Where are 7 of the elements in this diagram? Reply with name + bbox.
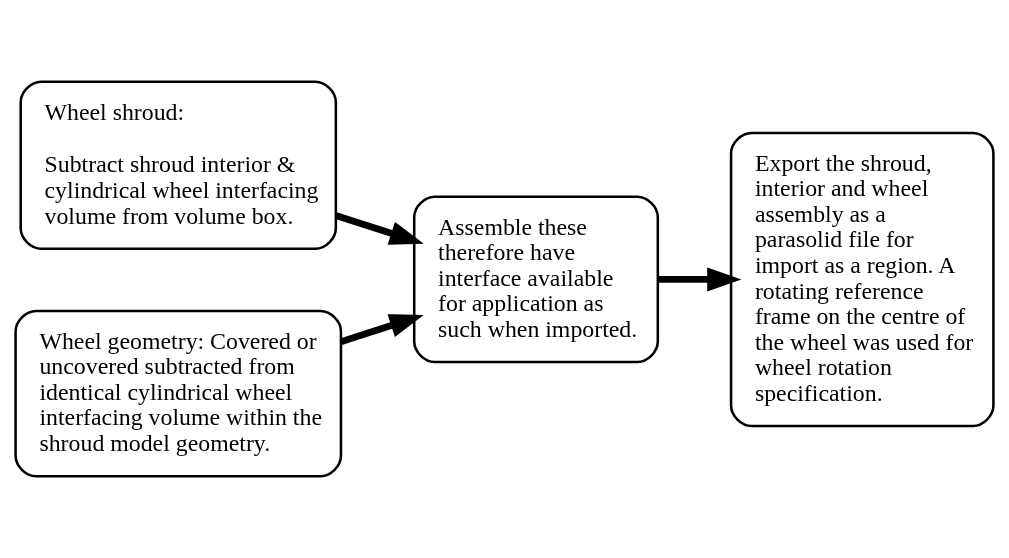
arrow (657, 267, 742, 292)
arrow (340, 314, 424, 345)
node-box: Export the shroud, interior and wheel assembly as a parasolid file for import as a region. A rotating reference frame on the centre of the wheel was used for wheel rotation specification. (729, 131, 995, 428)
arrow (334, 212, 424, 245)
node-box: Wheel shroud: Subtract shroud interior & cylindrical wheel interfacing volume from volume box. (19, 80, 338, 251)
node-box: Wheel geometry: Covered or uncovered subtracted from identical cylindrical wheel interfacing volume within the shroud model geometry. (14, 309, 343, 478)
node-box: Assemble these therefore have interface available for application as such when imported. (412, 195, 660, 364)
